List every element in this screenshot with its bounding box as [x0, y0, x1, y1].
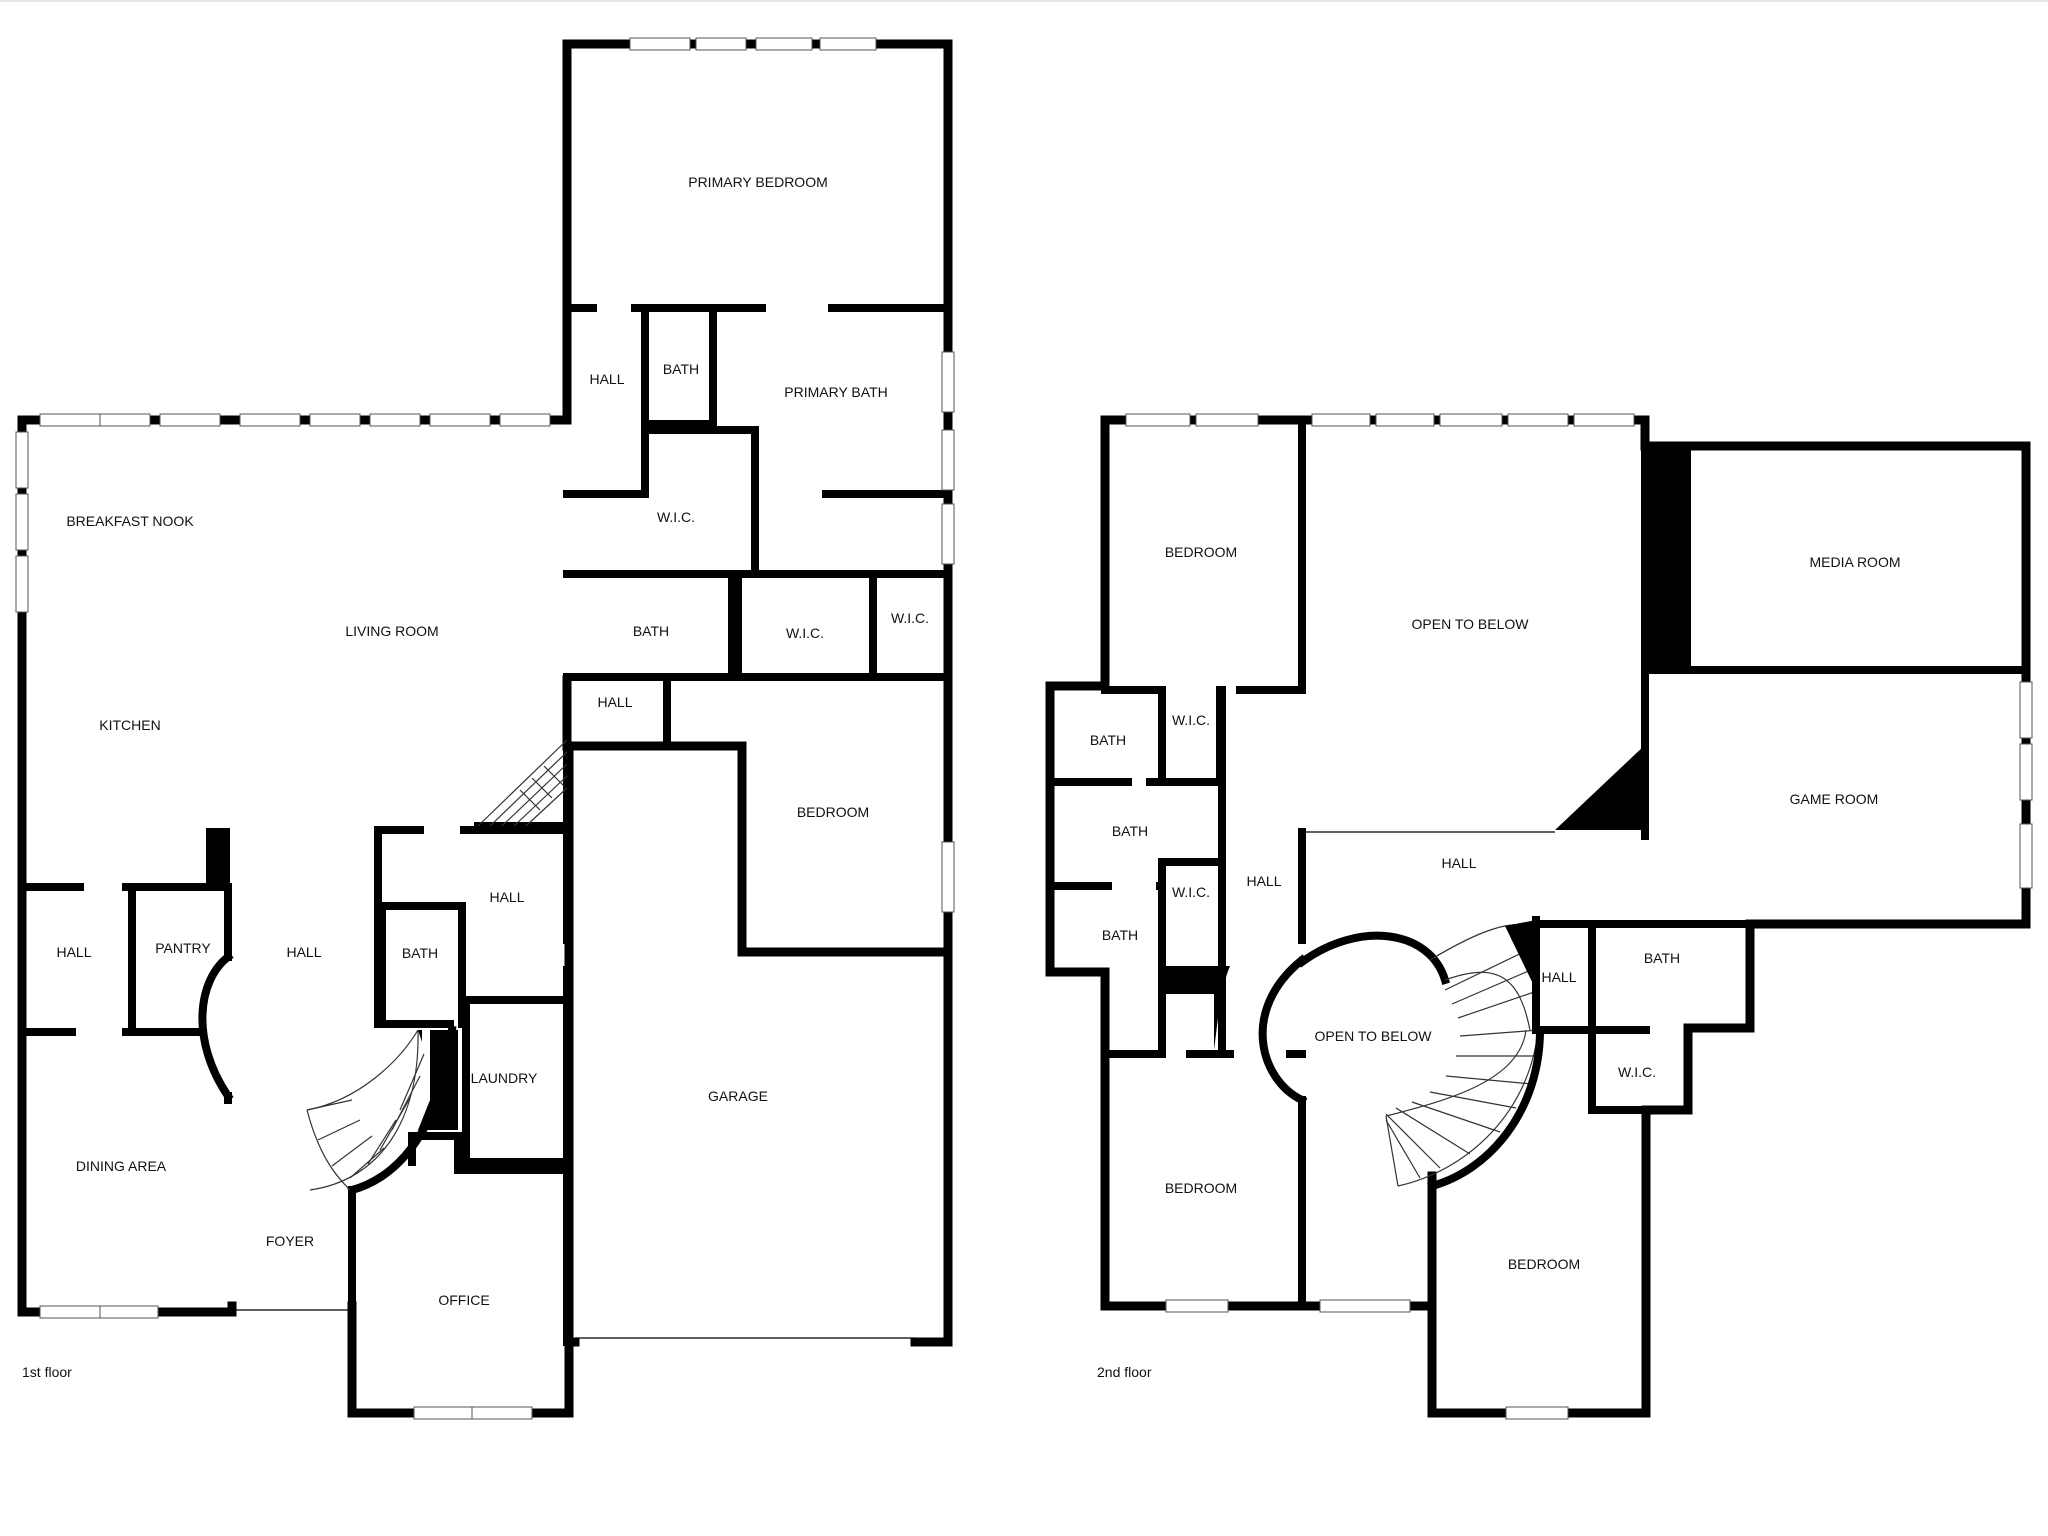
room-label-hall: HALL	[489, 889, 524, 905]
room-label-living-room: LIVING ROOM	[345, 623, 438, 639]
room-label-dining-area: DINING AREA	[76, 1158, 167, 1174]
room-label-wic: W.I.C.	[1172, 712, 1210, 728]
room-label-bath: BATH	[633, 623, 669, 639]
room-label-media-room: MEDIA ROOM	[1809, 554, 1900, 570]
room-label-open-to-below: OPEN TO BELOW	[1412, 616, 1530, 632]
room-label-hall: HALL	[1246, 873, 1281, 889]
room-label-garage: GARAGE	[708, 1088, 768, 1104]
room-label-bedroom: BEDROOM	[1508, 1256, 1580, 1272]
room-label-hall: HALL	[597, 694, 632, 710]
room-label-hall: HALL	[589, 371, 624, 387]
room-label-bath: BATH	[402, 945, 438, 961]
room-label-foyer: FOYER	[266, 1233, 314, 1249]
room-label-laundry: LAUNDRY	[471, 1070, 538, 1086]
room-label-game-room: GAME ROOM	[1790, 791, 1879, 807]
floor-label: 1st floor	[22, 1364, 72, 1380]
room-label-bath: BATH	[1102, 927, 1138, 943]
room-label-bedroom: BEDROOM	[1165, 1180, 1237, 1196]
room-label-office: OFFICE	[438, 1292, 489, 1308]
room-label-wic: W.I.C.	[891, 610, 929, 626]
room-label-bedroom: BEDROOM	[797, 804, 869, 820]
room-label-breakfast-nook: BREAKFAST NOOK	[66, 513, 194, 529]
room-label-hall: HALL	[1441, 855, 1476, 871]
room-label-hall: HALL	[56, 944, 91, 960]
floor-label: 2nd floor	[1097, 1364, 1152, 1380]
room-label-hall: HALL	[286, 944, 321, 960]
first-floor-plan	[15, 37, 955, 1420]
room-label-bath: BATH	[663, 361, 699, 377]
room-label-bedroom: BEDROOM	[1165, 544, 1237, 560]
room-label-wic: W.I.C.	[1618, 1064, 1656, 1080]
room-label-wic: W.I.C.	[1172, 884, 1210, 900]
room-label-primary-bath: PRIMARY BATH	[784, 384, 887, 400]
room-label-bath: BATH	[1090, 732, 1126, 748]
room-label-wic: W.I.C.	[786, 625, 824, 641]
room-label-hall: HALL	[1541, 969, 1576, 985]
room-label-bath: BATH	[1112, 823, 1148, 839]
second-floor-labels: BEDROOM OPEN TO BELOW MEDIA ROOM BATH W.…	[1090, 544, 1901, 1380]
room-label-kitchen: KITCHEN	[99, 717, 160, 733]
room-label-open-to-below: OPEN TO BELOW	[1315, 1028, 1433, 1044]
room-label-bath: BATH	[1644, 950, 1680, 966]
room-label-pantry: PANTRY	[155, 940, 211, 956]
room-label-primary-bedroom: PRIMARY BEDROOM	[688, 174, 828, 190]
second-floor-plan	[1045, 413, 2033, 1420]
room-label-wic: W.I.C.	[657, 509, 695, 525]
first-floor-labels: PRIMARY BEDROOM HALL BATH PRIMARY BATH W…	[22, 174, 929, 1380]
